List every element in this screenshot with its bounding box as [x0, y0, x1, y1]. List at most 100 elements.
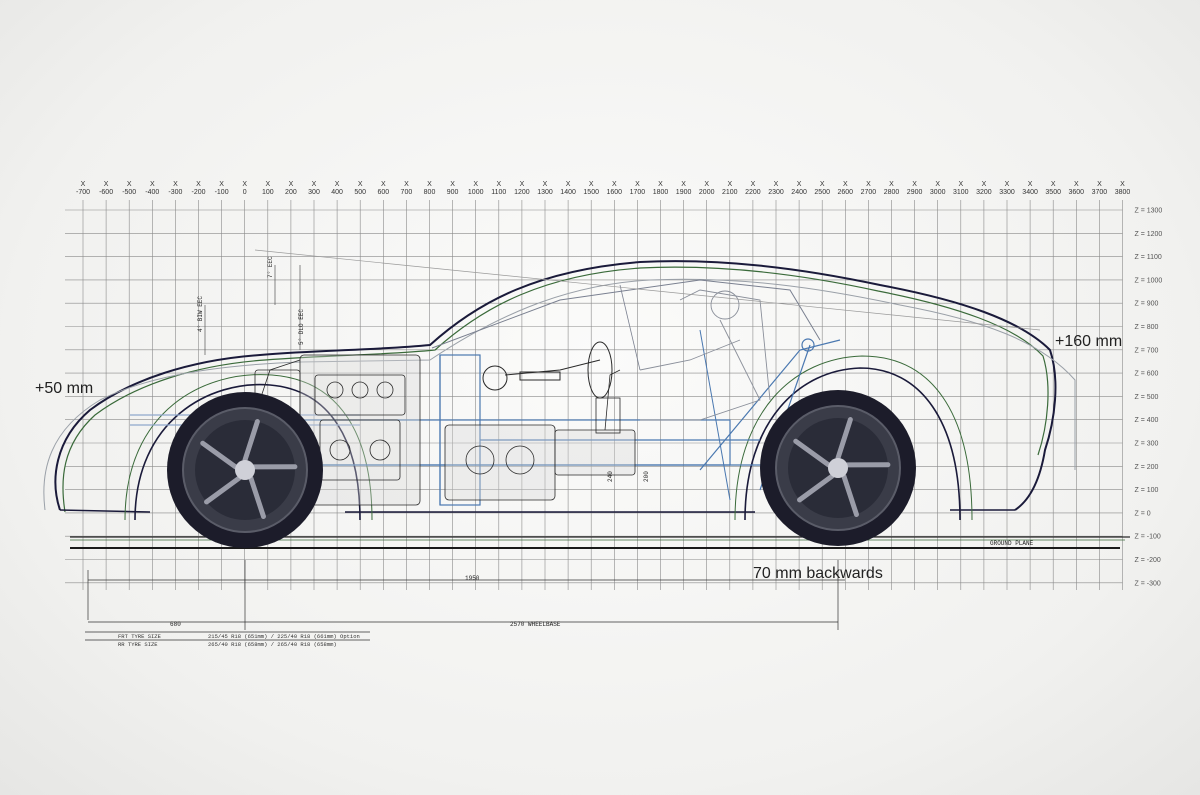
tyre-size-table: FRT TYRE SIZE 215/45 R18 (651mm) / 225/4…: [85, 631, 370, 648]
x-axis-tick: 1000: [468, 189, 484, 196]
x-axis-marker: X: [427, 181, 432, 188]
wheel-spoke: [248, 475, 266, 519]
wheel-spoke: [242, 419, 260, 463]
x-axis-marker: X: [312, 181, 317, 188]
x-axis-tick: 1200: [514, 189, 530, 196]
x-axis-tick: 2500: [814, 189, 830, 196]
angle-dlo-label: 5° DLO EEC: [298, 309, 305, 345]
z-axis-tick: Z = 1000: [1135, 277, 1163, 284]
transmission: [444, 369, 636, 501]
x-axis-marker: X: [104, 181, 109, 188]
z-axis-tick: Z = 900: [1135, 301, 1159, 308]
x-axis-tick: 2300: [768, 189, 784, 196]
x-axis-tick: 3500: [1045, 189, 1061, 196]
x-axis-marker: X: [520, 181, 525, 188]
z-axis-tick: Z = 200: [1135, 464, 1159, 471]
front-wheel: [167, 392, 323, 548]
dim-680-label: 680: [170, 621, 181, 628]
x-axis-marker: X: [820, 181, 825, 188]
wheel-spoke: [793, 438, 831, 468]
x-axis-tick: 2900: [907, 189, 923, 196]
car-body-outline: [43, 260, 1076, 521]
z-axis-tick: Z = 1300: [1135, 208, 1163, 215]
x-axis-tick: 2600: [838, 189, 854, 196]
x-axis-marker: X: [381, 181, 386, 188]
x-axis-tick: 1400: [560, 189, 576, 196]
x-axis-marker: X: [935, 181, 940, 188]
x-axis-marker: X: [358, 181, 363, 188]
wheel-spoke: [204, 475, 242, 505]
x-axis-marker: X: [496, 181, 501, 188]
z-axis-tick: Z = -300: [1135, 580, 1161, 587]
x-axis-tick: 3600: [1069, 189, 1085, 196]
x-axis-marker: X: [543, 181, 548, 188]
front-tyre-value: 215/45 R18 (651mm) / 225/40 R18 (661mm) …: [208, 633, 360, 640]
x-axis-tick: 0: [243, 189, 247, 196]
dim-1950-label: 1950: [465, 575, 480, 582]
x-axis-marker: X: [704, 181, 709, 188]
x-axis-marker: X: [566, 181, 571, 188]
x-axis-tick: -100: [215, 189, 229, 196]
x-axis-marker: X: [265, 181, 270, 188]
front-tyre-label: FRT TYRE SIZE: [118, 633, 162, 640]
x-axis-marker: X: [589, 181, 594, 188]
x-axis-marker: X: [727, 181, 732, 188]
axle-shift-annotation: 70 mm backwards: [753, 565, 883, 582]
x-axis-tick: 100: [262, 189, 274, 196]
wheelbase-label: 2570 WHEELBASE: [510, 621, 561, 628]
z-axis-tick: Z = 1100: [1135, 254, 1162, 261]
x-axis-marker: X: [1074, 181, 1079, 188]
x-axis-tick: 2200: [745, 189, 761, 196]
rear-tyre-label: RR TYRE SIZE: [118, 641, 158, 648]
z-axis-tick: Z = -100: [1135, 534, 1161, 541]
z-axis-tick: Z = 500: [1135, 394, 1159, 401]
x-axis-marker: X: [658, 181, 663, 188]
x-axis-tick: -200: [191, 189, 205, 196]
x-axis-tick: 3300: [999, 189, 1015, 196]
wheel-spoke: [835, 417, 853, 461]
x-axis-marker: X: [912, 181, 917, 188]
x-axis-marker: X: [219, 181, 224, 188]
z-axis-tick: Z = 0: [1135, 510, 1151, 517]
front-height-annotation: +50 mm: [35, 380, 93, 397]
x-axis-tick: 200: [285, 189, 297, 196]
x-axis-marker: X: [289, 181, 294, 188]
z-axis-tick: Z = 600: [1135, 371, 1159, 378]
x-axis-marker: X: [612, 181, 617, 188]
x-axis-marker: X: [404, 181, 409, 188]
z-axis-tick: Z = 1200: [1135, 231, 1163, 238]
x-axis-tick: -400: [145, 189, 159, 196]
x-axis-tick: 1600: [607, 189, 623, 196]
x-axis-tick: 3800: [1115, 189, 1131, 196]
angle-biw-label: 4° BIW EEC: [197, 296, 204, 332]
x-axis-tick: 300: [308, 189, 320, 196]
x-axis-marker: X: [196, 181, 201, 188]
x-axis-tick: 600: [377, 189, 389, 196]
dim-240-label: 240: [607, 471, 614, 482]
x-axis-tick: 900: [447, 189, 459, 196]
x-axis-tick: 1800: [653, 189, 669, 196]
x-axis-marker: X: [889, 181, 894, 188]
x-axis-tick: 800: [424, 189, 436, 196]
x-axis-tick: 1300: [537, 189, 553, 196]
z-axis-tick: Z = 700: [1135, 347, 1159, 354]
z-axis-tick: Z = 800: [1135, 324, 1159, 331]
x-axis-tick: 1700: [630, 189, 646, 196]
rear-wheel: [760, 390, 916, 546]
rear-height-annotation: +160 mm: [1055, 333, 1122, 350]
x-axis-marker: X: [958, 181, 963, 188]
x-axis-marker: X: [335, 181, 340, 188]
steering-column: [482, 341, 613, 399]
x-axis-tick: 3700: [1092, 189, 1108, 196]
angle-eec-label: 7° EEC: [267, 256, 274, 278]
x-axis-marker: X: [173, 181, 178, 188]
x-axis-marker: X: [450, 181, 455, 188]
x-axis-tick: 1900: [676, 189, 692, 196]
x-axis-marker: X: [81, 181, 86, 188]
x-axis-tick: 3000: [930, 189, 946, 196]
x-axis-tick: 2800: [884, 189, 900, 196]
z-axis-labels: Z = 1300 Z = 1200 Z = 1100 Z = 1000 Z = 900Z…: [1135, 208, 1163, 588]
x-axis-tick: 2400: [791, 189, 807, 196]
